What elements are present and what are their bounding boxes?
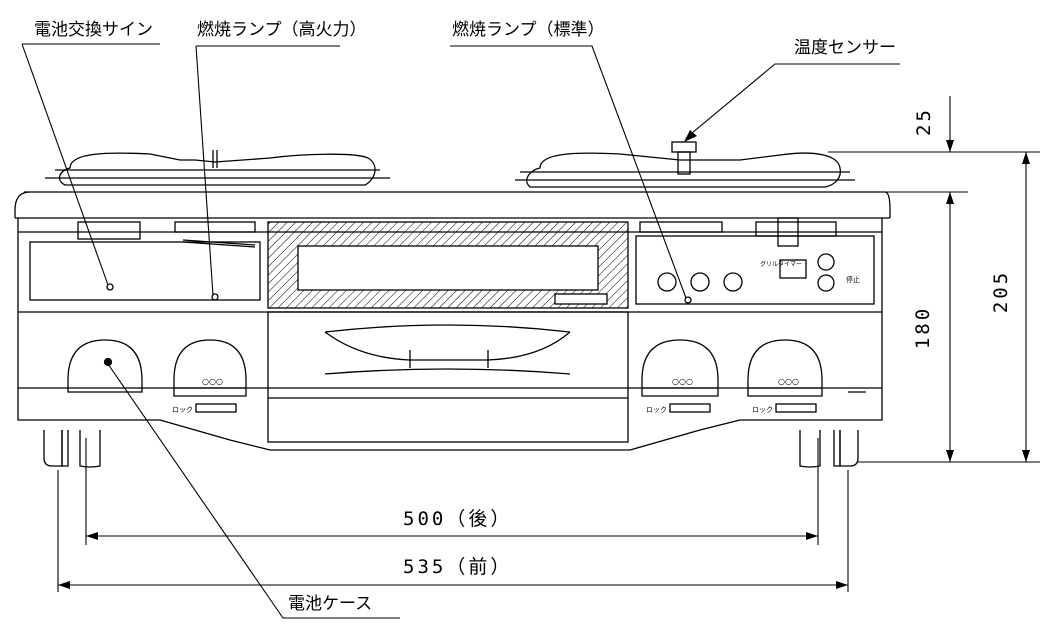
right-trivet <box>515 152 855 188</box>
dim-top-height: 25 <box>912 107 935 136</box>
temp-sensor <box>671 141 697 175</box>
knob-dots: ○○○ ○○○ ○○○ <box>202 377 799 386</box>
grill-window <box>267 221 629 309</box>
lock-markings: ロック ロック ロック <box>172 406 773 414</box>
foot-left <box>43 430 101 468</box>
knob-dots-right1: ○○○ <box>672 377 693 386</box>
dimension-arrows <box>58 140 1030 589</box>
dimension-lines <box>57 96 1040 592</box>
timer-label: グリルタイマー <box>760 260 802 268</box>
right-panel <box>635 217 875 305</box>
knob-left-1 <box>67 339 143 393</box>
label-temp-sensor: 温度センサー <box>794 38 896 58</box>
dim-rear-width: 500（後） <box>403 508 513 530</box>
knob-dots-left2: ○○○ <box>202 377 223 386</box>
label-lamp-high: 燃焼ランプ（高火力） <box>197 20 367 40</box>
lock-label-right2: ロック <box>752 406 773 414</box>
knob-left-2 <box>173 339 247 413</box>
label-battery-sign: 電池交換サイン <box>34 20 153 40</box>
sensor-arrow <box>684 130 697 142</box>
top-plate <box>14 191 891 219</box>
knob-right-1 <box>641 339 719 413</box>
left-panel <box>29 221 261 301</box>
left-trivet <box>45 150 390 186</box>
leader-lines <box>21 43 900 619</box>
label-battery-case: 電池ケース <box>288 594 373 614</box>
lock-label-left: ロック <box>172 406 193 414</box>
stop-label: 停止 <box>846 275 860 284</box>
dim-body-height: 180 <box>912 305 935 350</box>
label-lamp-std: 燃焼ランプ（標準） <box>452 20 605 40</box>
dim-total-height: 205 <box>990 269 1013 314</box>
dim-front-width: 535（前） <box>403 556 513 578</box>
grill-door <box>267 311 629 443</box>
foot-right <box>799 430 859 468</box>
knob-dots-right2: ○○○ <box>778 377 799 386</box>
knob-right-2 <box>747 339 823 413</box>
lock-label-right1: ロック <box>646 406 667 414</box>
